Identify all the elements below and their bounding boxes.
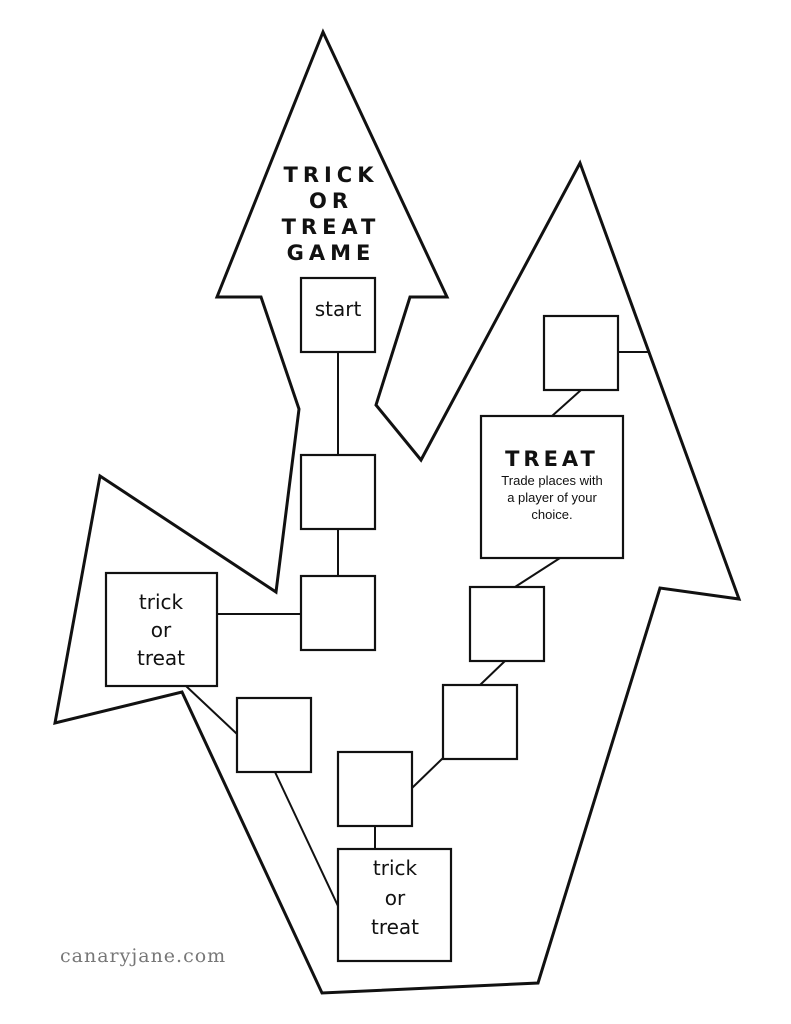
trick-or-treat-square — [104, 571, 219, 688]
path-link — [185, 685, 238, 735]
board-space[interactable] — [336, 750, 414, 828]
space-label-line: trick — [139, 590, 184, 614]
treat-body-line: choice. — [531, 507, 572, 522]
start-label: start — [315, 297, 362, 321]
title-line: TREAT — [282, 215, 381, 239]
board-space[interactable] — [441, 683, 519, 761]
path-link — [411, 757, 444, 789]
space-label-line: treat — [137, 646, 185, 670]
treat-body-line: Trade places with — [501, 473, 602, 488]
haunted-house-outline — [53, 28, 742, 995]
treat-title: TREAT — [505, 447, 599, 471]
title-line: GAME — [287, 241, 376, 265]
start-space[interactable]: start — [299, 276, 377, 354]
start-square — [299, 276, 377, 354]
board-space[interactable] — [299, 453, 377, 531]
site-credit: canaryjane.com — [60, 945, 226, 967]
trick-or-treat-space-left[interactable]: trick or treat — [104, 571, 219, 688]
path-link — [551, 389, 582, 417]
space-label-line: treat — [371, 915, 419, 939]
board-space[interactable] — [235, 696, 313, 774]
path-links — [185, 351, 650, 907]
path-link — [274, 771, 339, 907]
treat-space[interactable]: TREAT Trade places with a player of your… — [479, 414, 625, 560]
path-link — [479, 659, 507, 686]
title-line: OR — [309, 189, 353, 213]
title-line: TRICK — [284, 163, 379, 187]
space-label-line: or — [385, 886, 406, 910]
board-space[interactable] — [299, 574, 377, 652]
space-label-line: trick — [373, 856, 418, 880]
board-space[interactable] — [542, 314, 620, 392]
treat-square — [479, 414, 625, 560]
trick-or-treat-square — [336, 847, 453, 963]
game-title: TRICK OR TREAT GAME — [282, 163, 381, 265]
trick-or-treat-space-bottom[interactable]: trick or treat — [336, 847, 453, 963]
path-link — [514, 557, 561, 588]
space-label-line: or — [151, 618, 172, 642]
treat-body-line: a player of your — [507, 490, 597, 505]
board-space[interactable] — [468, 585, 546, 663]
